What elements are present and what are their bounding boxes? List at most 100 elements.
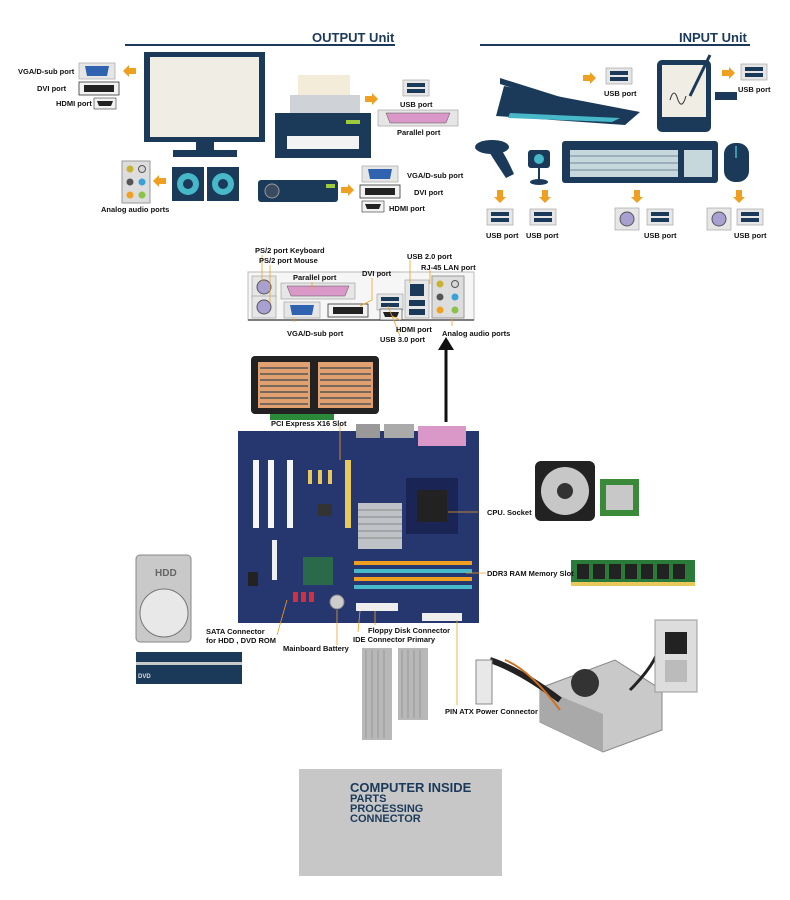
usb-port-icon xyxy=(605,67,633,85)
ps2-port-icon xyxy=(706,207,732,231)
dvi-port-label: DVI port xyxy=(37,84,67,93)
dvd-text: DVD xyxy=(138,674,151,680)
cpu-chip-icon xyxy=(600,479,639,516)
sata-connector-label: SATA Connector for HDD , DVD ROM xyxy=(206,627,276,645)
vga-port-label: VGA/D-sub port xyxy=(18,67,75,76)
ribbon-cable-icon xyxy=(362,648,428,740)
usb-port-icon xyxy=(646,208,674,226)
hdd-icon xyxy=(135,554,192,643)
parallel-port-label: Parallel port xyxy=(293,273,337,282)
joystick-icon xyxy=(475,140,514,178)
io-leader-lines xyxy=(261,255,453,337)
hdmi-port-label: HDMI port xyxy=(56,99,92,108)
usb-port-label: USB port xyxy=(734,231,767,240)
arrow-icon xyxy=(341,184,354,196)
ram-slot-label: DDR3 RAM Memory Slot xyxy=(487,569,574,578)
parallel-port-label: Parallel port xyxy=(397,128,441,137)
monitor-icon xyxy=(144,52,265,157)
dvi-port-icon xyxy=(78,81,120,96)
vga-port-icon xyxy=(78,62,116,80)
usb-port-icon xyxy=(376,293,404,311)
dvi-port-label: DVI port xyxy=(414,188,444,197)
ps2-port-icon xyxy=(251,295,277,319)
rj45-port-label: RJ-45 LAN port xyxy=(421,263,476,272)
ram-module-icon xyxy=(571,560,695,586)
arrow-icon xyxy=(539,190,551,203)
webcam-icon xyxy=(528,150,550,185)
mouse-icon xyxy=(724,143,749,182)
usb-port-label: USB port xyxy=(604,89,637,98)
drawing-tablet-icon xyxy=(657,54,737,132)
usb-port-label: USB port xyxy=(738,85,771,94)
vga-port-icon xyxy=(283,301,321,319)
title-line-2: PARTS xyxy=(350,793,387,805)
output-unit-header: OUTPUT Unit xyxy=(312,30,395,45)
arrow-icon xyxy=(583,72,596,84)
vga-port-label: VGA/D-sub port xyxy=(287,329,344,338)
analog-audio-label: Analog audio ports xyxy=(101,205,170,214)
floppy-connector-label: Floppy Disk Connector xyxy=(368,626,451,635)
input-unit-header: INPUT Unit xyxy=(679,30,747,45)
dvi-port-icon xyxy=(327,303,369,318)
ps2-port-icon xyxy=(614,207,640,231)
hdd-text: HDD xyxy=(155,568,177,579)
title-card xyxy=(299,769,502,876)
usb-port-icon xyxy=(486,208,514,226)
board-leader-lines xyxy=(276,425,486,705)
parallel-port-icon xyxy=(377,109,459,127)
title-line-3: PROCESSING xyxy=(350,803,424,815)
usb-port-label: USB port xyxy=(486,231,519,240)
scanner-icon xyxy=(496,78,640,125)
dvi-port-label: DVI port xyxy=(362,269,392,278)
ps2-keyboard-label: PS/2 port Keyboard xyxy=(255,246,325,255)
printer-icon xyxy=(275,75,371,158)
lan-port-icon xyxy=(404,279,430,319)
usb-port-label: USB port xyxy=(526,231,559,240)
wall-outlet-icon xyxy=(654,619,698,693)
battery-label: Mainboard Battery xyxy=(283,644,349,653)
usb-port-icon xyxy=(736,208,764,226)
usb-port-icon xyxy=(402,79,430,97)
input-header-line xyxy=(480,44,750,46)
dvi-port-icon xyxy=(359,184,401,199)
usb-port-label: USB port xyxy=(400,100,433,109)
analog-audio-label: Analog audio ports xyxy=(442,329,511,338)
pcie-slot-label: PCI Express X16 Slot xyxy=(271,419,347,428)
arrow-up-icon xyxy=(438,337,454,422)
arrow-icon xyxy=(123,65,136,77)
usb-port-icon xyxy=(740,63,768,81)
audio-jack-panel-icon xyxy=(121,160,151,204)
power-supply-icon xyxy=(475,639,663,753)
hdmi-port-icon xyxy=(93,97,117,110)
ps2-mouse-label: PS/2 port Mouse xyxy=(259,256,318,265)
vga-port-icon xyxy=(361,165,399,183)
output-header-line xyxy=(125,44,395,46)
usb2-port-label: USB 2.0 port xyxy=(407,252,453,261)
cpu-socket-label: CPU. Socket xyxy=(487,508,532,517)
hdmi-port-label: HDMI port xyxy=(396,325,432,334)
hdmi-port-icon xyxy=(361,200,385,213)
arrow-icon xyxy=(494,190,506,203)
usb3-port-label: USB 3.0 port xyxy=(380,335,426,344)
title-line-1: COMPUTER INSIDE xyxy=(350,780,472,795)
title-line-4: CONNECTOR xyxy=(350,813,421,825)
hdmi-port-label: HDMI port xyxy=(389,204,425,213)
atx-power-label: PIN ATX Power Connector xyxy=(445,707,538,716)
vga-port-label: VGA/D-sub port xyxy=(407,171,464,180)
ps2-port-icon xyxy=(251,275,277,299)
dvd-drive-icon xyxy=(136,652,242,684)
cpu-cooler-icon xyxy=(535,461,595,521)
speakers-icon xyxy=(172,167,239,201)
ide-connector-label: IDE Connector Primary xyxy=(353,635,436,644)
keyboard-icon xyxy=(562,141,718,183)
arrow-icon xyxy=(631,190,643,203)
arrow-icon xyxy=(153,175,166,187)
parallel-port-icon xyxy=(280,282,356,300)
usb-port-icon xyxy=(529,208,557,226)
usb-port-label: USB port xyxy=(644,231,677,240)
projector-icon xyxy=(258,180,338,202)
graphics-card-icon xyxy=(251,356,379,420)
arrow-icon xyxy=(365,93,378,105)
arrow-icon xyxy=(733,190,745,203)
